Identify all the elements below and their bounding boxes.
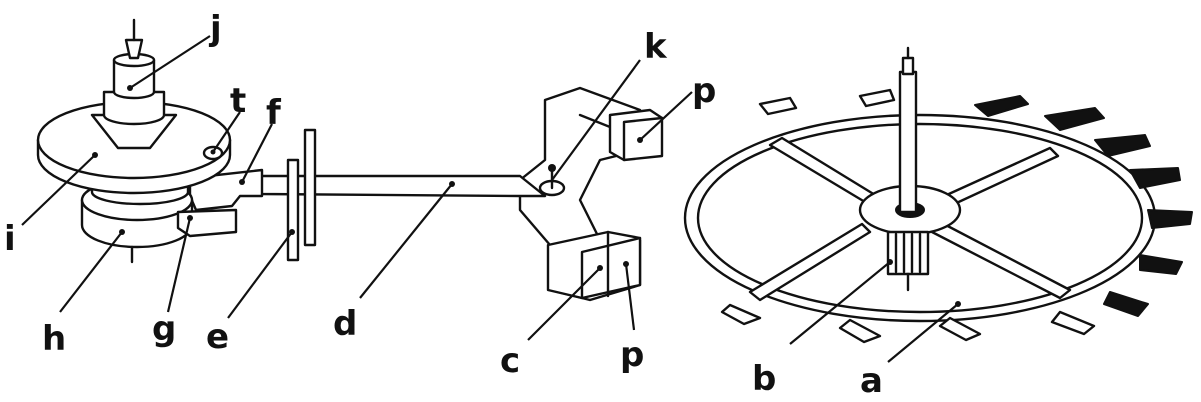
- label-p-upper: p: [692, 71, 716, 111]
- escape-wheel-teeth: [720, 88, 1193, 344]
- pallet-stone-upper: [608, 108, 664, 162]
- label-g: g: [152, 309, 176, 349]
- label-b: b: [752, 359, 776, 399]
- label-k: k: [644, 27, 668, 67]
- label-a: a: [860, 361, 883, 401]
- balance-assembly: [36, 18, 238, 264]
- label-f: f: [266, 93, 282, 133]
- label-i: i: [4, 219, 16, 259]
- label-t: t: [230, 81, 246, 121]
- label-j: j: [208, 9, 222, 49]
- label-d: d: [333, 304, 357, 344]
- banking-pins: [286, 128, 317, 262]
- escape-wheel: [683, 88, 1193, 344]
- escape-wheel-pinion: [886, 230, 930, 292]
- escape-wheel-arbor: [898, 46, 918, 214]
- label-c: c: [500, 341, 520, 381]
- lever-arm: [258, 174, 547, 198]
- leader-dots: [92, 85, 961, 307]
- leader-lines: [21, 35, 959, 363]
- part-labels: j t f i h g e d k p c p b a: [4, 9, 883, 401]
- label-e: e: [206, 317, 229, 357]
- label-h: h: [42, 319, 66, 359]
- pallet-stone-lower: [546, 230, 642, 300]
- label-p-lower: p: [620, 335, 644, 375]
